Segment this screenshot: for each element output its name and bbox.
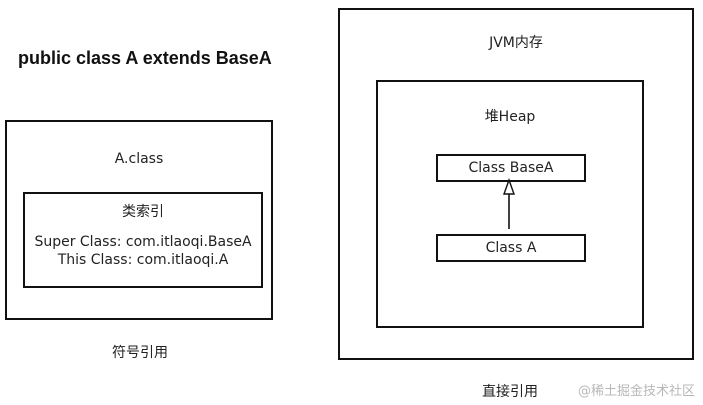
constant-pool-label: 类索引 [122, 204, 164, 220]
class-a-box: Class A [436, 234, 586, 262]
symbolic-reference-caption: 符号引用 [112, 345, 168, 361]
constant-pool-box: 类索引 Super Class: com.itlaoqi.BaseA This … [23, 192, 263, 288]
direct-reference-caption: 直接引用 [482, 384, 538, 400]
super-class-text: Super Class: com.itlaoqi.BaseA [34, 234, 252, 250]
class-file-label: A.class [114, 151, 164, 167]
inheritance-arrow-head [503, 177, 515, 195]
jvm-memory-label: JVM内存 [489, 35, 543, 51]
class-basea-label: Class BaseA [468, 160, 554, 176]
diagram-title: public class A extends BaseA [18, 48, 272, 68]
class-basea-box: Class BaseA [436, 154, 586, 182]
heap-box: 堆Heap Class BaseA Class A [376, 80, 644, 328]
this-class-text: This Class: com.itlaoqi.A [57, 252, 229, 268]
class-file-box: A.class 类索引 Super Class: com.itlaoqi.Bas… [5, 120, 273, 320]
class-a-label: Class A [485, 240, 537, 256]
jvm-memory-box: JVM内存 堆Heap Class BaseA Class A [338, 8, 694, 360]
watermark: @稀土掘金技术社区 [577, 384, 695, 399]
heap-label: 堆Heap [484, 109, 536, 125]
